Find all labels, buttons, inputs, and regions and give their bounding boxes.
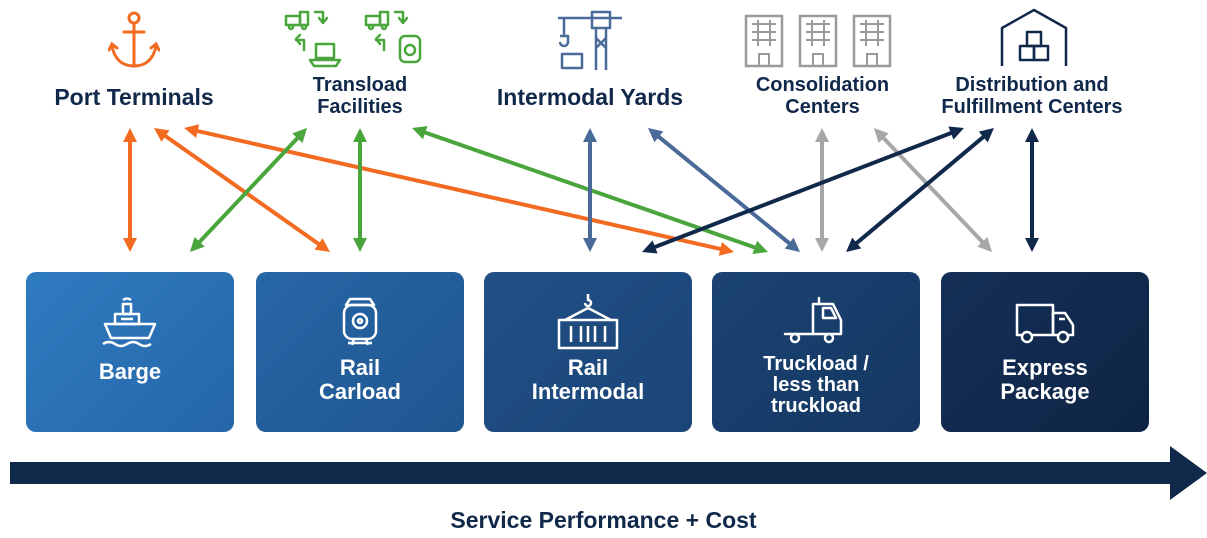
arrow-head <box>1025 128 1039 142</box>
connection-transload-rail-carload <box>353 128 367 252</box>
truck-icon <box>783 296 843 344</box>
connection-intermodal-rail-intermodal <box>583 128 597 252</box>
connection-line <box>193 128 725 252</box>
container-icon <box>557 294 619 350</box>
arrow-head <box>978 128 994 143</box>
facility-label-port: Port Terminals <box>54 84 214 110</box>
crane-icon <box>558 10 622 70</box>
connection-distribution-rail-intermodal <box>642 126 964 254</box>
arrow-head <box>292 128 307 143</box>
mode-label-rail-carload: Rail Carload <box>319 355 401 404</box>
facility-label-distribution: Distribution and Fulfillment Centers <box>941 74 1123 118</box>
ship-icon <box>102 297 157 348</box>
arrow-head <box>184 124 200 138</box>
connection-line <box>852 132 988 248</box>
facility-label-intermodal: Intermodal Yards <box>496 84 684 110</box>
arrow-head <box>1025 238 1039 252</box>
performance-axis-arrow <box>10 446 1207 500</box>
mode-box-rail-carload: Rail Carload <box>256 272 464 432</box>
arrow-head <box>846 237 862 252</box>
mode-box-truckload: Truckload / less than truckload <box>712 272 920 432</box>
arrow-head <box>353 238 367 252</box>
locomotive-icon <box>342 297 378 346</box>
connection-line <box>650 129 956 251</box>
connection-line <box>195 133 302 247</box>
arrow-head <box>874 128 889 143</box>
axis-label: Service Performance + Cost <box>450 507 757 533</box>
building-icon <box>744 14 892 68</box>
arrow-head <box>815 128 829 142</box>
connection-port-rail-carload <box>154 128 330 252</box>
arrow-head <box>154 128 170 142</box>
arrow-head <box>815 238 829 252</box>
connection-distribution-express <box>1025 128 1039 252</box>
connection-intermodal-truckload <box>648 128 800 252</box>
facility-label-consolidation: Consolidation Centers <box>755 74 890 118</box>
connection-line <box>654 132 794 248</box>
mode-label-truckload: Truckload / less than truckload <box>763 353 869 417</box>
van-icon <box>1015 303 1075 344</box>
arrow-head <box>583 128 597 142</box>
connection-line <box>161 132 323 248</box>
arrow-head <box>314 238 330 252</box>
connection-line <box>879 133 987 247</box>
arrow-head <box>412 125 428 140</box>
arrow-head <box>353 128 367 142</box>
mode-box-rail-intermodal: Rail Intermodal <box>484 272 692 432</box>
arrow-head <box>718 242 734 256</box>
arrow-head <box>583 238 597 252</box>
arrow-head <box>752 240 768 255</box>
arrow-head <box>948 126 964 140</box>
arrow-head <box>784 237 800 252</box>
arrow-head <box>642 240 658 254</box>
arrow-head <box>977 237 992 252</box>
anchor-icon <box>108 11 160 68</box>
facility-label-transload: Transload Facilities <box>312 74 408 118</box>
connection-port-barge <box>123 128 137 252</box>
arrow-head <box>123 128 137 142</box>
connection-consolidation-truckload <box>815 128 829 252</box>
arrow-head <box>123 238 137 252</box>
connection-port-truckload <box>184 124 734 256</box>
mode-label-rail-intermodal: Rail Intermodal <box>531 355 645 404</box>
mode-box-barge: Barge <box>26 272 234 432</box>
mode-box-express: Express Package <box>941 272 1149 432</box>
mode-label-barge: Barge <box>98 359 162 384</box>
mode-label-express: Express Package <box>1000 355 1090 404</box>
arrow-head <box>190 237 205 252</box>
warehouse-icon <box>1000 8 1068 66</box>
transload-icon <box>284 10 422 68</box>
connection-distribution-truckload <box>846 128 994 252</box>
connection-transload-barge <box>190 128 307 252</box>
arrow-head <box>648 128 664 143</box>
